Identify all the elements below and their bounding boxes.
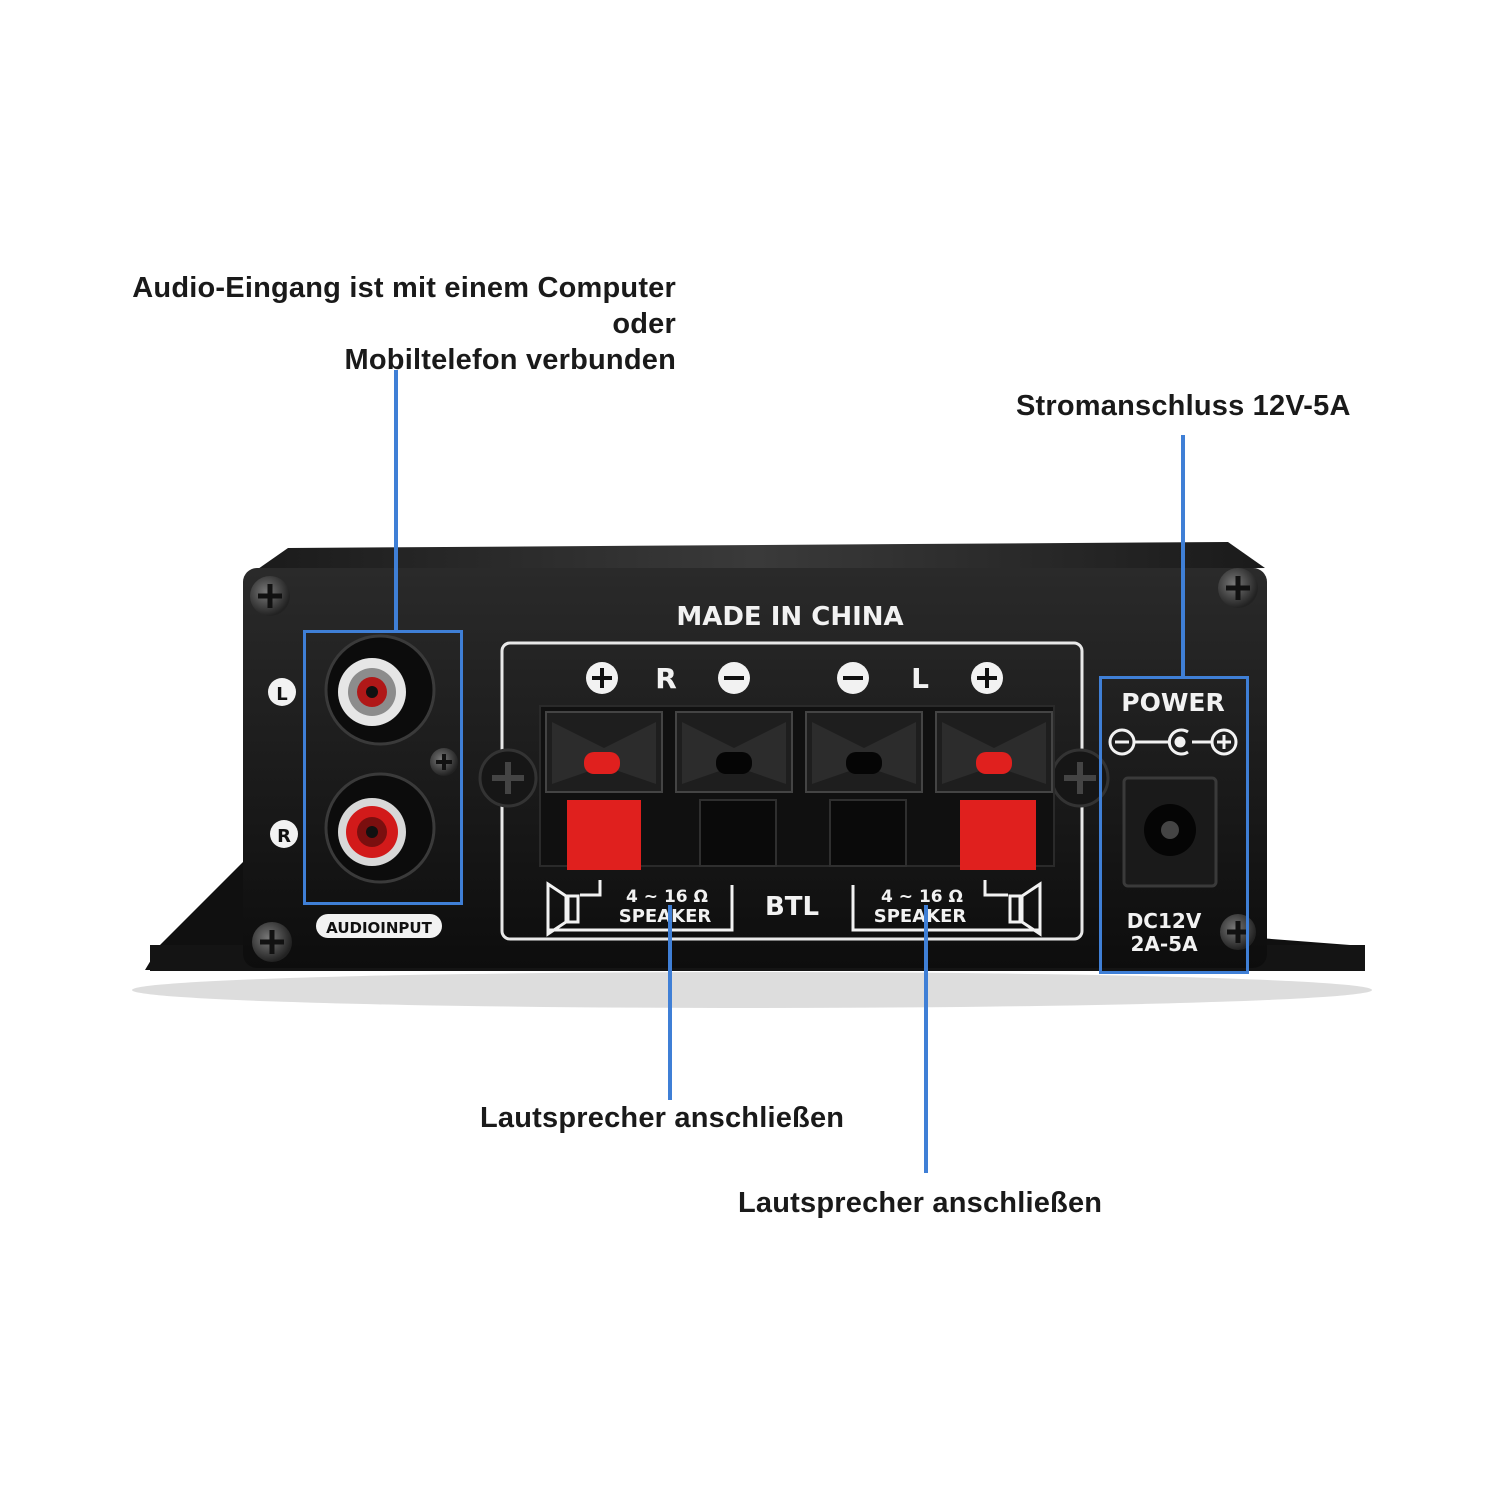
- power-leader-line: [1181, 435, 1185, 678]
- screw-icon: [430, 748, 458, 776]
- screw-icon: [252, 922, 292, 962]
- dc-polarity-icon: [1108, 728, 1238, 756]
- screw-icon: [250, 576, 290, 616]
- btl-label: BTL: [765, 892, 819, 922]
- dc-voltage-label: DC12V: [1127, 909, 1202, 933]
- speaker-r-wiring-diagram: [546, 880, 734, 937]
- audio-input-badge: [316, 914, 442, 938]
- callout-audio-input-line2: Mobiltelefon verbunden: [344, 344, 676, 376]
- speaker-l-label: SPEAKER: [874, 906, 967, 927]
- dc-power-jack[interactable]: [1122, 776, 1218, 888]
- callout-speaker-l: Lautsprecher anschließen: [738, 1187, 1103, 1219]
- jack-l-label: L: [276, 684, 287, 705]
- audio-input-label: AUDIOINPUT: [326, 919, 432, 937]
- impedance-r-label: 4 ~ 16 Ω: [626, 887, 708, 907]
- callout-power: Stromanschluss 12V-5A: [1016, 390, 1351, 422]
- plus-icon: [971, 662, 1003, 694]
- callout-audio-input: Audio-Eingang ist mit einem Computer ode…: [66, 270, 676, 378]
- speaker-r-label: SPEAKER: [619, 906, 712, 927]
- floor-shadow: [132, 972, 1372, 1008]
- plus-icon: [586, 662, 618, 694]
- speaker-terminal-r-plus[interactable]: [545, 711, 663, 870]
- speaker-terminal-l-plus[interactable]: [935, 711, 1053, 870]
- minus-icon: [837, 662, 869, 694]
- minus-icon: [718, 662, 750, 694]
- dc-current-label: 2A-5A: [1130, 932, 1198, 956]
- screw-icon: [1218, 568, 1258, 608]
- channel-l-label: L: [911, 662, 929, 695]
- power-highlight-box: [1099, 676, 1249, 974]
- jack-r-badge: [270, 820, 298, 848]
- rca-jack-l[interactable]: [324, 634, 436, 746]
- speaker-terminal-r-minus[interactable]: [675, 711, 793, 867]
- audio-input-highlight-box: [303, 630, 463, 905]
- made-in-label: MADE IN CHINA: [676, 602, 903, 632]
- screw-icon: [1050, 748, 1110, 808]
- power-label: POWER: [1121, 688, 1224, 717]
- rca-jack-r[interactable]: [324, 772, 436, 884]
- audio-input-leader-line: [394, 370, 398, 632]
- channel-r-label: R: [655, 662, 677, 695]
- impedance-l-label: 4 ~ 16 Ω: [881, 887, 963, 907]
- speaker-terminal-l-minus[interactable]: [805, 711, 923, 867]
- callout-audio-input-line1: Audio-Eingang ist mit einem Computer ode…: [132, 272, 676, 340]
- screw-icon: [478, 748, 538, 808]
- jack-r-label: R: [277, 826, 291, 847]
- speaker-l-leader-line: [924, 905, 928, 1173]
- speaker-r-leader-line: [668, 905, 672, 1100]
- callout-speaker-r: Lautsprecher anschließen: [480, 1102, 845, 1134]
- jack-l-badge: [268, 678, 296, 706]
- speaker-l-wiring-diagram: [851, 880, 1042, 937]
